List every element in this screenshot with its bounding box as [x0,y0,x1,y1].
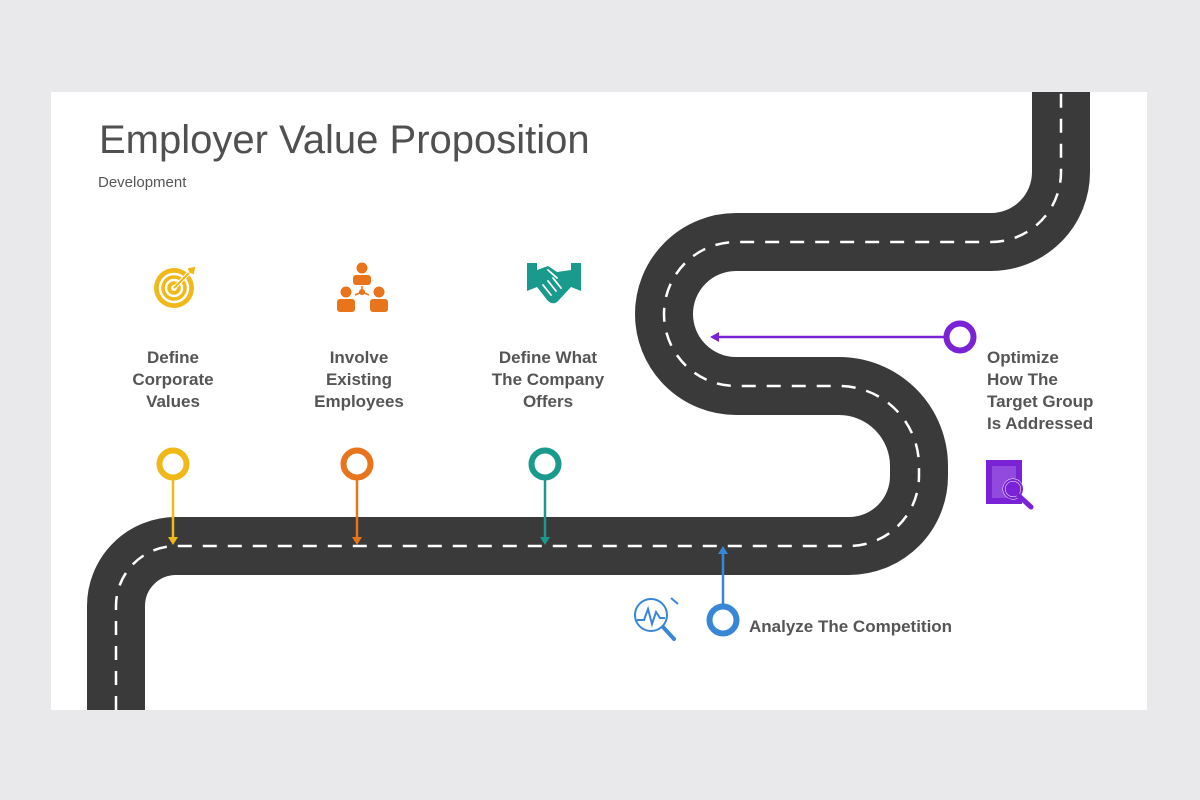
step-3-label-line: Define What [498,348,598,367]
step-1-label: Define Corporate Values [123,347,223,413]
step-1-label-line: Corporate [132,370,214,389]
step-1-arrowhead [168,537,178,545]
step-5-label-line: Optimize [987,348,1059,367]
step-1-pin [156,447,190,481]
step-1-label-line: Values [146,392,200,411]
document-search-icon [986,460,1034,510]
step-2-arrowhead [352,537,362,545]
step-1-marker [156,447,190,545]
step-3-pin [528,447,562,481]
step-3-arrowhead [540,537,550,545]
step-4-marker [706,546,740,637]
step-3-label-line: The Company [491,370,605,389]
magnifier-chart-icon [634,597,679,641]
step-2-pin [340,447,374,481]
step-5-pin [943,320,977,354]
step-4-label-line: Analyze The Competition [749,617,953,636]
step-5-label-line: Target Group [987,392,1094,411]
road-diagram [51,92,1147,710]
step-3-marker [528,447,562,545]
step-3-label: Define What The Company Offers [478,347,618,413]
step-2-label-line: Existing [325,370,393,389]
step-2-label-line: Employees [314,392,404,411]
step-5-label-line: How The [987,370,1058,389]
step-3-label-line: Offers [522,392,574,411]
step-2-label-line: Involve [329,348,389,367]
step-5-arrowhead [710,332,719,342]
handshake-icon [527,263,581,304]
step-5-label-line: Is Addressed [987,414,1094,433]
step-4-arrowhead [718,546,728,554]
step-5-marker [710,320,977,354]
step-2-marker [340,447,374,545]
target-icon [154,265,197,308]
step-4-pin [706,603,740,637]
step-1-label-line: Define [147,348,199,367]
slide-title: Employer Value Proposition [99,118,590,162]
slide-subtitle: Development [98,174,187,191]
slide: Employer Value Proposition Development [51,92,1147,710]
step-2-label: Involve Existing Employees [299,347,419,413]
team-hierarchy-icon [337,262,388,312]
step-4-label: Analyze The Competition [749,616,1009,638]
step-5-label: Optimize How The Target Group Is Address… [987,347,1127,435]
